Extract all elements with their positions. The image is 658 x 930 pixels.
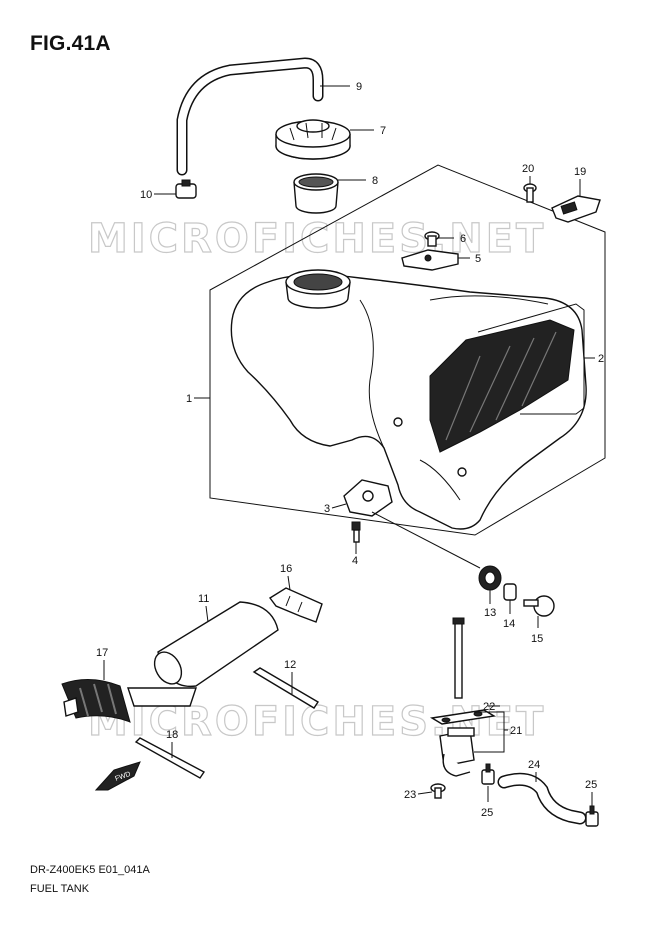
mounting-bolt[interactable] (523, 595, 555, 617)
callout-4: 4 (352, 542, 358, 567)
model-code: DR-Z400EK5 E01_041A (30, 864, 150, 876)
fuel-tank[interactable] (230, 269, 587, 530)
frame-protector[interactable] (61, 679, 131, 723)
fuel-cap[interactable] (275, 119, 351, 160)
svg-text:15: 15 (531, 633, 543, 645)
svg-text:12: 12 (284, 659, 296, 671)
callout-20: 20 (522, 163, 534, 184)
cap-seal-ring[interactable] (293, 173, 339, 214)
svg-text:19: 19 (574, 166, 586, 178)
callout-21: 21 (474, 711, 522, 753)
cushion-screw[interactable] (351, 521, 361, 543)
callout-13: 13 (484, 590, 496, 619)
svg-text:5: 5 (475, 253, 481, 265)
callout-10: 10 (140, 189, 176, 201)
callout-8: 8 (338, 175, 378, 187)
rubber-strap[interactable] (551, 195, 601, 223)
band-strap-18[interactable] (134, 737, 206, 779)
svg-text:13: 13 (484, 607, 496, 619)
valve-screw[interactable] (430, 783, 446, 799)
callout-18: 18 (166, 729, 178, 758)
callout-12: 12 (284, 659, 296, 694)
svg-text:24: 24 (528, 759, 540, 771)
section-name: FUEL TANK (30, 883, 90, 895)
svg-text:18: 18 (166, 729, 178, 741)
svg-text:25: 25 (585, 779, 597, 791)
rubber-grommet[interactable] (478, 565, 502, 591)
tank-cushion-plate[interactable] (343, 479, 393, 517)
callout-1: 1 (186, 393, 210, 405)
fuel-valve[interactable] (429, 617, 497, 777)
svg-text:1: 1 (186, 393, 192, 405)
callout-11: 11 (198, 593, 209, 623)
callout-3: 3 (324, 503, 347, 515)
svg-text:16: 16 (280, 563, 292, 575)
callout-25-right: 25 (585, 779, 597, 806)
svg-text:23: 23 (404, 789, 416, 801)
svg-text:25: 25 (481, 807, 493, 819)
svg-text:4: 4 (352, 555, 358, 567)
band-strap-12[interactable] (252, 667, 319, 709)
watermark-top: MICROFICHES.NET (88, 216, 546, 262)
callout-6: 6 (438, 233, 466, 245)
callout-17: 17 (96, 647, 108, 680)
figure-title: FIG.41A (30, 32, 111, 55)
strap-bolt[interactable] (523, 183, 537, 203)
svg-text:10: 10 (140, 189, 152, 201)
callout-2: 2 (598, 353, 604, 365)
leader-tank-grommet (371, 511, 481, 569)
svg-text:3: 3 (324, 503, 330, 515)
callout-7: 7 (350, 125, 386, 137)
leader-2-bracket (477, 303, 585, 415)
svg-text:14: 14 (503, 618, 515, 630)
svg-text:21: 21 (510, 725, 522, 737)
forward-arrow-icon: FWD (94, 761, 141, 791)
insulator-pad[interactable] (268, 587, 323, 623)
spacer-collar[interactable] (503, 583, 517, 601)
callout-19: 19 (574, 166, 586, 196)
callout-5: 5 (458, 253, 481, 265)
callout-22: 22 (483, 701, 500, 713)
callout-23: 23 (404, 789, 433, 801)
callout-14: 14 (503, 600, 515, 630)
breather-hose[interactable] (176, 57, 324, 176)
callout-25-left: 25 (481, 786, 493, 819)
bracket-bolt[interactable] (424, 231, 440, 247)
hose-clip-right[interactable] (585, 805, 599, 827)
svg-text:7: 7 (380, 125, 386, 137)
svg-text:2: 2 (598, 353, 604, 365)
svg-text:11: 11 (198, 593, 209, 605)
svg-text:22: 22 (483, 701, 495, 713)
tank-heat-shield[interactable] (127, 601, 279, 707)
fuel-hose[interactable] (497, 772, 587, 825)
mounting-bracket[interactable] (401, 249, 459, 271)
callout-16: 16 (280, 563, 292, 591)
callout-9: 9 (320, 81, 362, 93)
svg-text:17: 17 (96, 647, 108, 659)
svg-text:20: 20 (522, 163, 534, 175)
svg-text:6: 6 (460, 233, 466, 245)
callout-24: 24 (528, 759, 540, 782)
hose-clamp[interactable] (175, 179, 197, 199)
hose-clip-left[interactable] (481, 763, 495, 785)
svg-text:8: 8 (372, 175, 378, 187)
callout-15: 15 (531, 616, 543, 645)
svg-text:9: 9 (356, 81, 362, 93)
assembly-outline (209, 164, 606, 536)
